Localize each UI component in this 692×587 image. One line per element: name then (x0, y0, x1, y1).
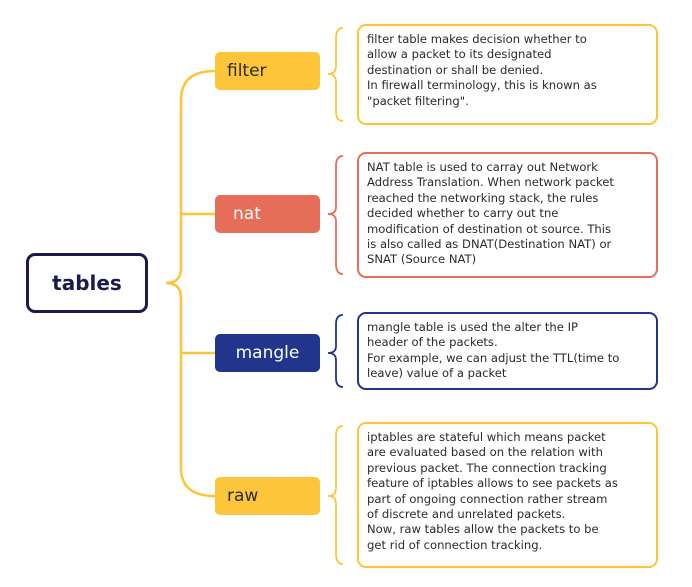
description-line: is also called as DNAT(Destination NAT) … (367, 237, 612, 252)
description-line: part of ongoing connection rather stream (367, 491, 608, 506)
branch-node-nat: nat (215, 195, 320, 233)
description-line: destination or shall be denied. (367, 62, 544, 77)
description-line: filter table makes decision whether to (367, 32, 587, 46)
description-line: iptables are stateful which means packet (367, 430, 606, 444)
description-line: For example, we can adjust the TTL(time … (367, 350, 620, 365)
description-line: mangle table is used the alter the IP (367, 320, 578, 334)
description-box-mangle: mangle table is used the alter the IP he… (357, 312, 658, 390)
description-line: header of the packets. (367, 335, 498, 350)
description-line: leave) value of a packet (367, 366, 507, 381)
description-line: feature of iptables allows to see packet… (367, 476, 618, 491)
description-box-raw: iptables are stateful which means packet… (357, 422, 658, 568)
description-line: reached the networking stack, the rules (367, 190, 599, 205)
root-node-tables: tables (26, 253, 148, 313)
description-line: NAT table is used to carray out Network (367, 160, 598, 174)
description-line: previous packet. The connection tracking (367, 460, 607, 475)
description-box-filter: filter table makes decision whether to a… (357, 24, 658, 125)
description-line: "packet filtering". (367, 93, 469, 108)
branch-node-raw: raw (215, 477, 320, 515)
description-line: decided whether to carry out tne (367, 206, 559, 221)
description-line: modification of destination ot source. T… (367, 221, 612, 236)
description-line: allow a packet to its designated (367, 47, 552, 62)
description-line: Address Translation. When network packet (367, 175, 614, 190)
root-bracket (165, 69, 216, 498)
description-line: In firewall terminology, this is known a… (367, 78, 597, 93)
description-line: SNAT (Source NAT) (367, 252, 477, 267)
description-line: get rid of connection tracking. (367, 537, 543, 552)
branch-node-mangle: mangle (215, 334, 320, 372)
bracket-mangle (327, 314, 344, 388)
bracket-raw (327, 425, 344, 565)
description-line: Now, raw tables allow the packets to be (367, 522, 599, 537)
branch-node-filter: filter (215, 52, 320, 90)
description-box-nat: NAT table is used to carray out Network … (357, 152, 658, 278)
description-line: are evaluated based on the relation with (367, 445, 603, 460)
bracket-nat (327, 155, 344, 275)
description-line: of discrete and unrelated packets. (367, 507, 566, 522)
bracket-filter (327, 27, 344, 122)
